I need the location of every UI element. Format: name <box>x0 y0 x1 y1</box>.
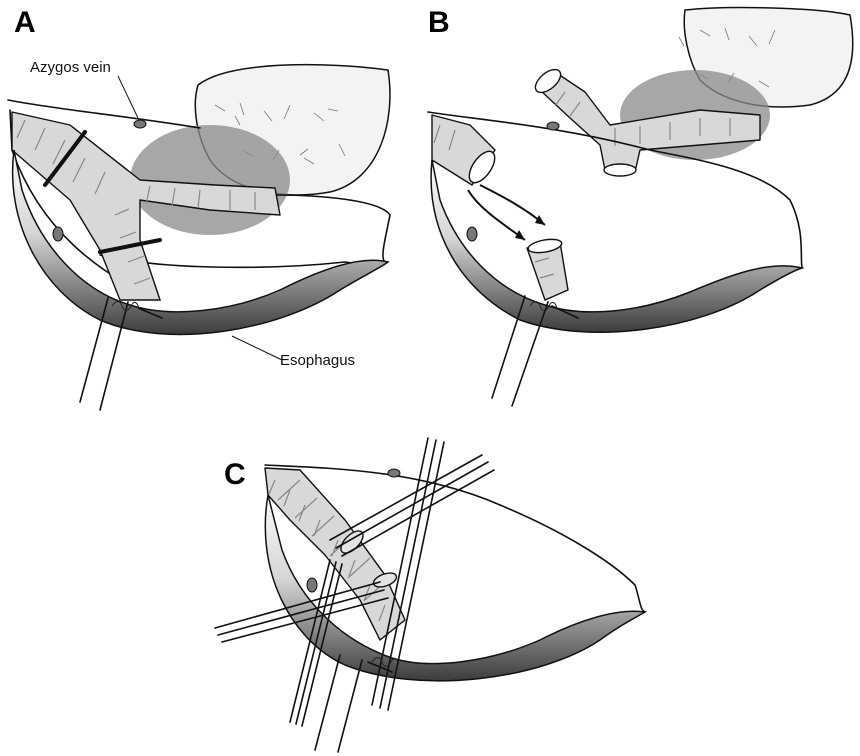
esophagus-label: Esophagus <box>280 352 355 369</box>
node-a <box>134 120 146 128</box>
shaded-region-a <box>130 125 290 235</box>
arrowhead-2-b <box>515 230 525 240</box>
azygos-leader <box>118 76 138 118</box>
azygos-vein-label: Azygos vein <box>30 59 111 76</box>
stump-lower-b <box>527 237 568 300</box>
esophagus-leader <box>232 336 282 360</box>
node-b <box>547 122 559 130</box>
arrow-1-b <box>480 185 545 225</box>
panel-label-c: C <box>224 458 246 491</box>
graft-vessel-c <box>265 468 405 640</box>
panel-b: B <box>428 6 853 406</box>
stump-upper-b <box>432 115 500 187</box>
node-side-b <box>467 227 477 241</box>
arrowhead-1-b <box>535 215 545 225</box>
panel-c: C <box>215 438 645 752</box>
node-side-c <box>307 578 317 592</box>
node-side-a <box>53 227 63 241</box>
node-c <box>388 469 400 477</box>
panel-a: A Azygos vein Esophagus <box>8 6 390 410</box>
panel-label-a: A <box>14 6 36 39</box>
esophagus-b <box>431 160 802 332</box>
panel-label-b: B <box>428 6 450 39</box>
